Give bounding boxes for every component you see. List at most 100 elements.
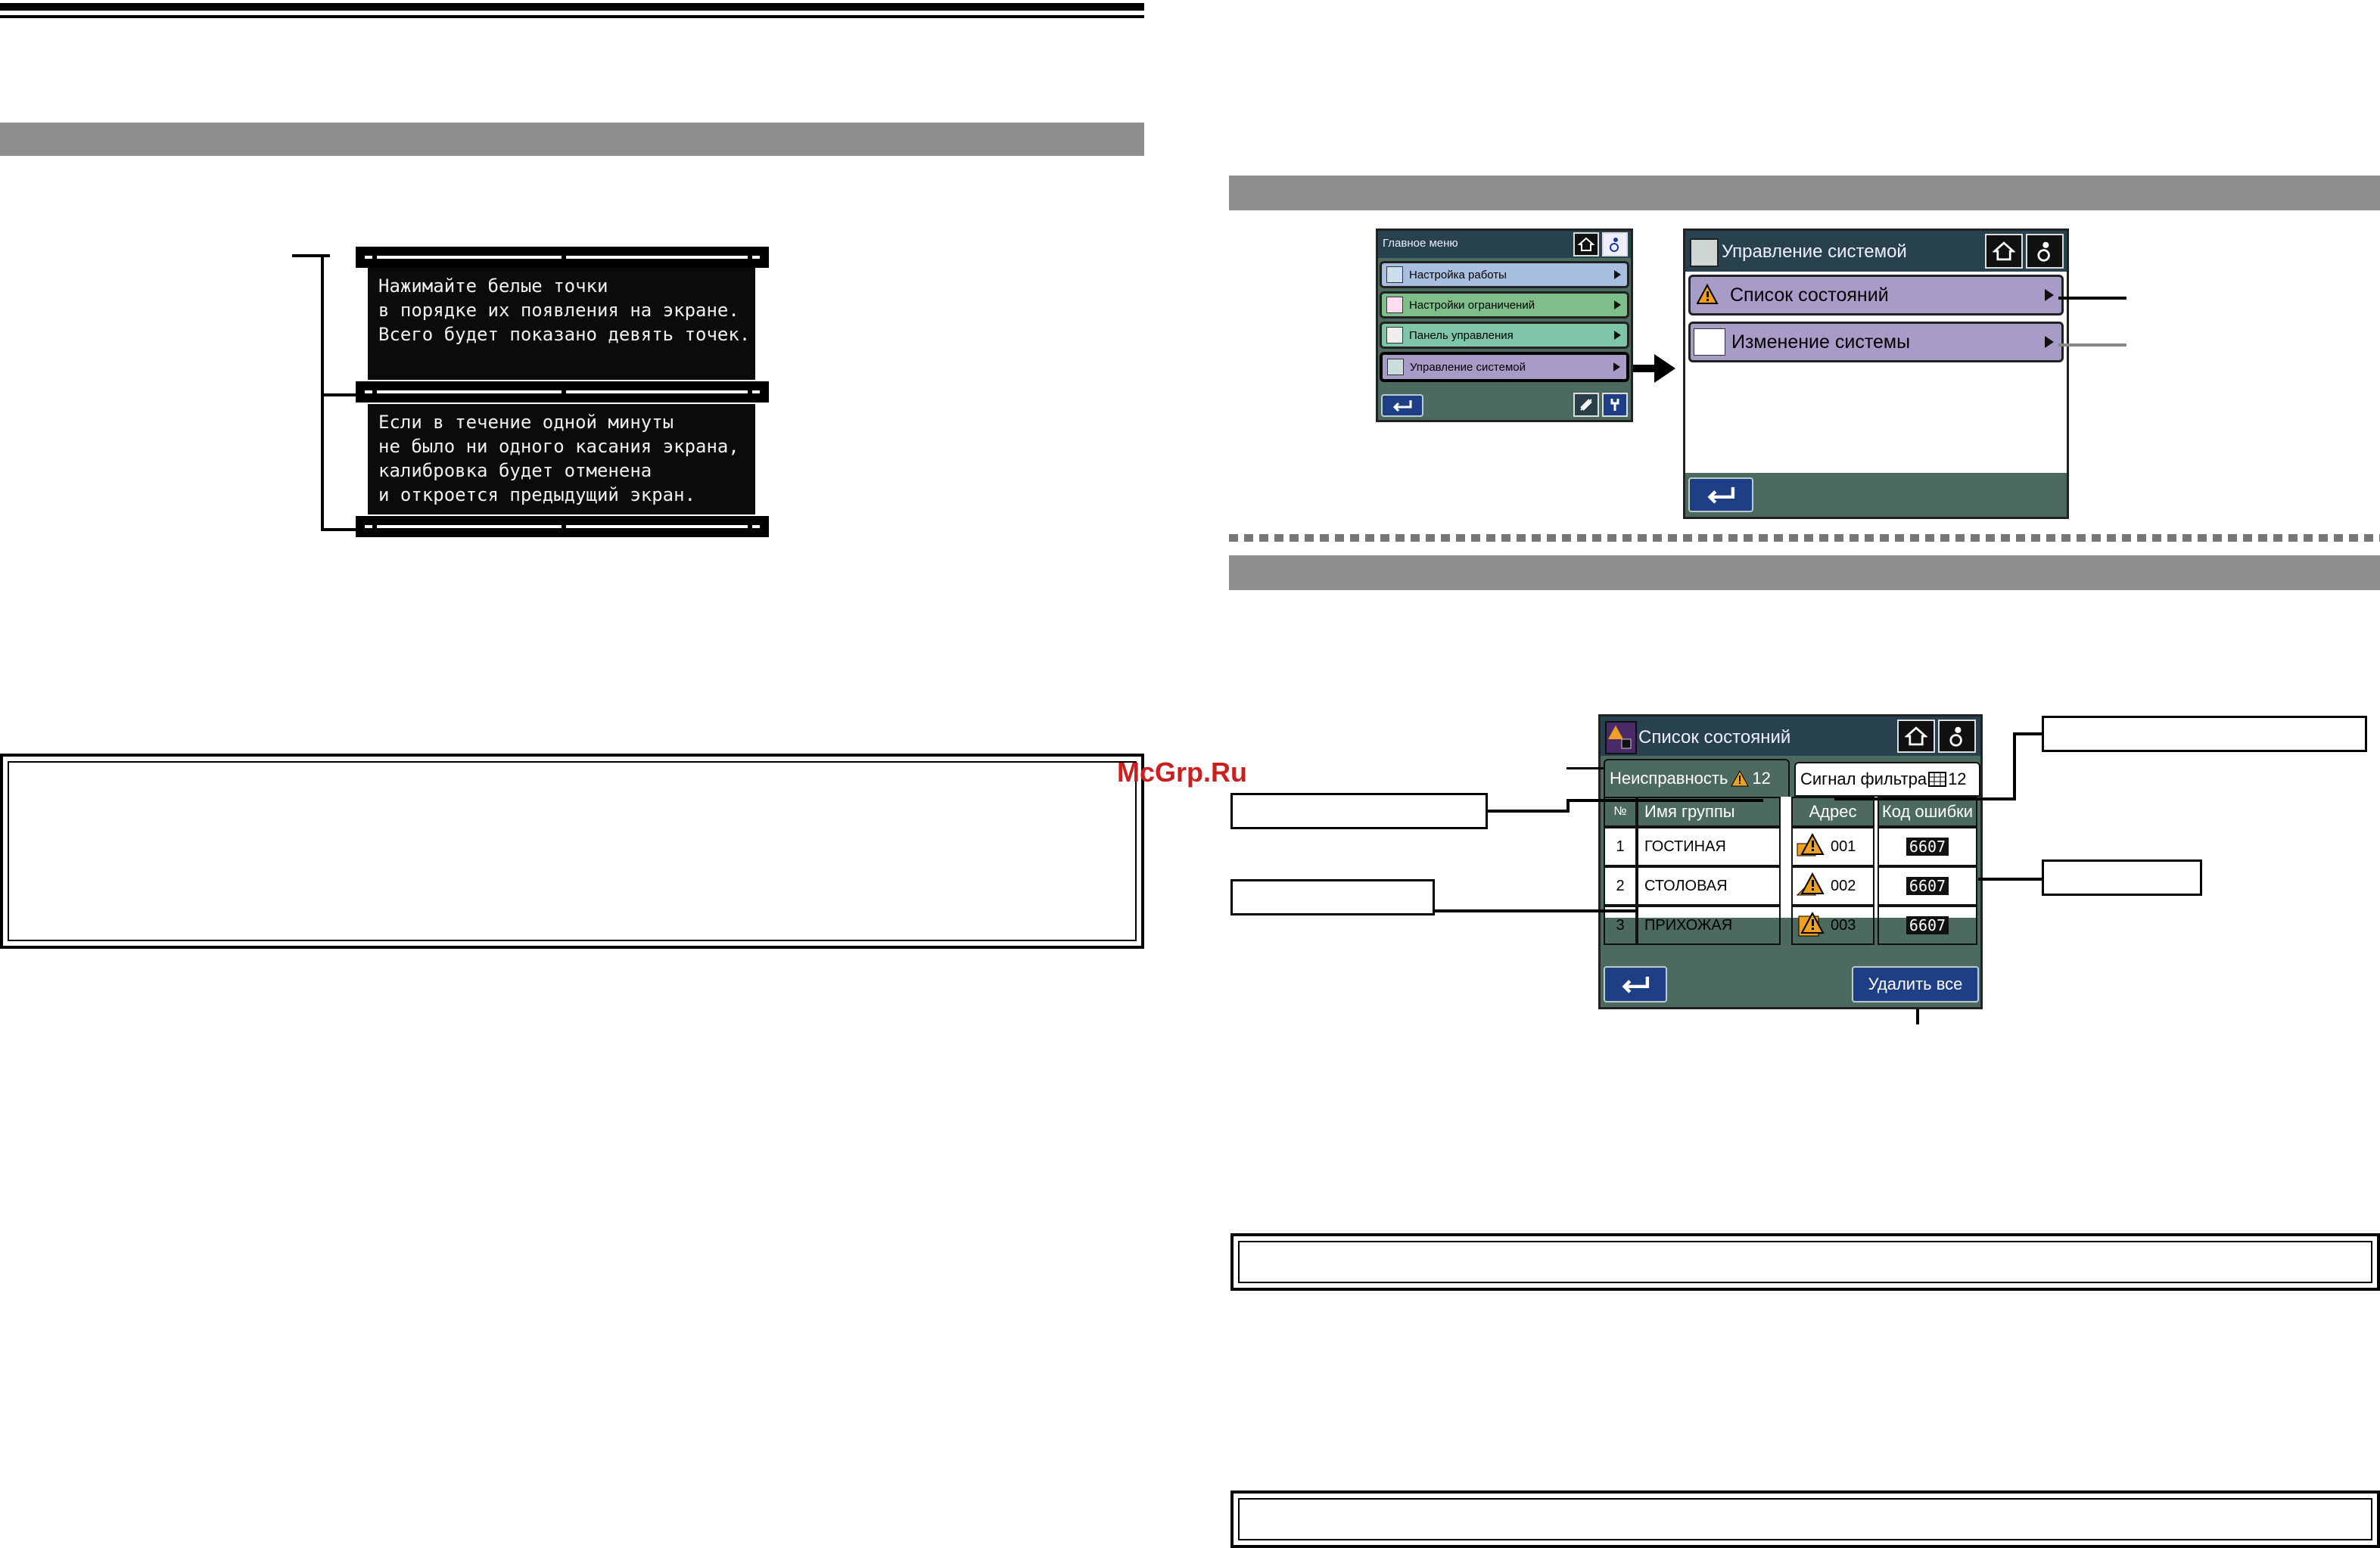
back-arrow-icon [1622,976,1650,993]
dashed-separator [1229,534,2380,542]
callout-line [1433,909,1638,912]
callout-line [2013,732,2043,735]
error-code-value: 6607 [1906,916,1949,934]
settings-person-icon[interactable] [1938,720,1976,753]
settings-person-icon[interactable] [2026,234,2064,269]
chevron-right-icon [1614,270,1621,279]
system-management-title: Управление системой [1722,241,1907,262]
operation-icon [1386,266,1403,283]
home-icon[interactable] [1573,232,1599,256]
callout-line [1834,797,2016,800]
callout-box-group-name [1230,879,1435,915]
system-management-icon [1387,359,1404,375]
table-cell-error-code: 6607 [1878,906,1977,945]
menu-item-label: Изменение системы [1731,331,1911,353]
calibration-message-line: калибровка будет отменена [378,460,652,481]
menu-item-operation-settings[interactable]: Настройка работы [1380,261,1629,288]
table-cell-address: 002 [1791,866,1874,906]
delete-all-button[interactable]: Удалить все [1852,966,1979,1002]
calibration-message-line: Всего будет показано девять точек. [378,324,751,345]
settings-person-icon[interactable] [1602,232,1628,256]
table-header-error-code: Код ошибки [1878,797,1977,827]
address-value: 001 [1831,838,1856,855]
filter-grid-icon [1928,772,1947,787]
system-management-titlebar: Управление системой [1685,231,2067,272]
bracket-line-top [292,254,330,257]
note-box-right-1 [1230,1233,2380,1291]
chevron-right-icon [2045,289,2054,301]
callout-line-system-change [2058,343,2126,347]
touch-icon[interactable] [1573,393,1599,417]
menu-item-system-management[interactable]: Управление системой [1380,352,1629,382]
tab-filter-label: Сигнал фильтра [1800,769,1927,788]
callout-box-error-code [2042,859,2202,896]
calibration-message-box-2: Если в течение одной минуты не было ни о… [368,404,755,514]
menu-item-restriction-settings[interactable]: Настройки ограничений [1380,291,1629,319]
header-rule-thin [0,15,1144,18]
bracket-line-bottom [321,528,359,531]
back-arrow-icon [1707,486,1735,504]
calibration-bar-middle [356,381,769,403]
calibration-message-line: Нажимайте белые точки [378,275,608,297]
table-cell-error-code: 6607 [1878,827,1977,866]
calibration-message-line: не было ни одного касания экрана, [378,436,739,457]
home-icon[interactable] [1985,234,2023,269]
home-icon[interactable] [1897,720,1935,753]
menu-item-label: Список состояний [1730,284,1889,306]
system-management-screen: Управление системой Список состояний Изм… [1683,228,2069,519]
back-arrow-icon [1392,400,1412,412]
warning-icon [1798,912,1825,937]
menu-item-label: Управление системой [1410,360,1526,374]
calibration-bar-top [356,247,769,268]
calibration-message-line: и откроется предыдущий экран. [378,484,696,505]
callout-line [1566,799,1763,802]
table-cell-group[interactable]: ГОСТИНАЯ [1637,827,1781,866]
back-button[interactable] [1604,966,1667,1002]
error-code-value: 6607 [1906,838,1949,856]
section-header-band [0,123,1144,156]
calibration-message-line: Если в течение одной минуты [378,412,674,433]
back-button[interactable] [1381,394,1423,417]
wrench-icon[interactable] [1602,393,1628,417]
chevron-right-icon [1613,362,1620,371]
calibration-message-box-1: Нажимайте белые точки в порядке их появл… [368,268,755,380]
tab-fault[interactable]: Неисправность 12 [1604,759,1790,797]
table-cell-group[interactable]: СТОЛОВАЯ [1637,866,1781,906]
menu-item-status-list[interactable]: Список состояний [1688,275,2064,316]
table-cell-error-code: 6607 [1878,866,1977,906]
table-cell-number: 1 [1604,827,1637,866]
address-value: 002 [1831,877,1856,894]
menu-item-system-change[interactable]: Изменение системы [1688,322,2064,362]
header-rule-thick [0,3,1144,11]
warning-icon [1605,721,1637,754]
tab-fault-count: 12 [1752,769,1771,788]
control-panel-icon [1386,327,1403,343]
system-management-icon [1690,238,1719,267]
main-menu-title: Главное меню [1383,237,1458,250]
section-header-band-2 [1229,176,2380,210]
callout-line [1978,878,2043,881]
callout-line [2013,732,2016,799]
chevron-right-icon [1614,331,1621,340]
section-header-band-3 [1229,555,2380,590]
warning-icon [1695,281,1722,309]
note-box-right-2 [1230,1490,2380,1548]
callout-box-filter-tab [2042,716,2367,752]
status-list-titlebar: Список состояний [1601,716,1980,756]
callout-line-delete-all [1916,1009,1919,1024]
table-cell-number: 2 [1604,866,1637,906]
warning-icon [1731,770,1750,787]
table-cell-group[interactable]: ПРИХОЖАЯ [1637,906,1781,945]
menu-item-control-panel[interactable]: Панель управления [1380,322,1629,349]
menu-item-label: Настройка работы [1409,268,1507,281]
status-list-title: Список состояний [1638,727,1791,748]
address-value: 003 [1831,916,1856,934]
callout-line [1486,810,1570,813]
note-box-left [0,754,1144,949]
table-cell-address: 001 [1791,827,1874,866]
back-button[interactable] [1688,477,1753,512]
tab-filter-signal[interactable]: Сигнал фильтра 12 [1794,762,1980,797]
restriction-icon [1386,297,1403,313]
main-menu-screen: Главное меню Настройка работы Настройки … [1376,228,1633,422]
menu-item-label: Настройки ограничений [1409,298,1535,312]
